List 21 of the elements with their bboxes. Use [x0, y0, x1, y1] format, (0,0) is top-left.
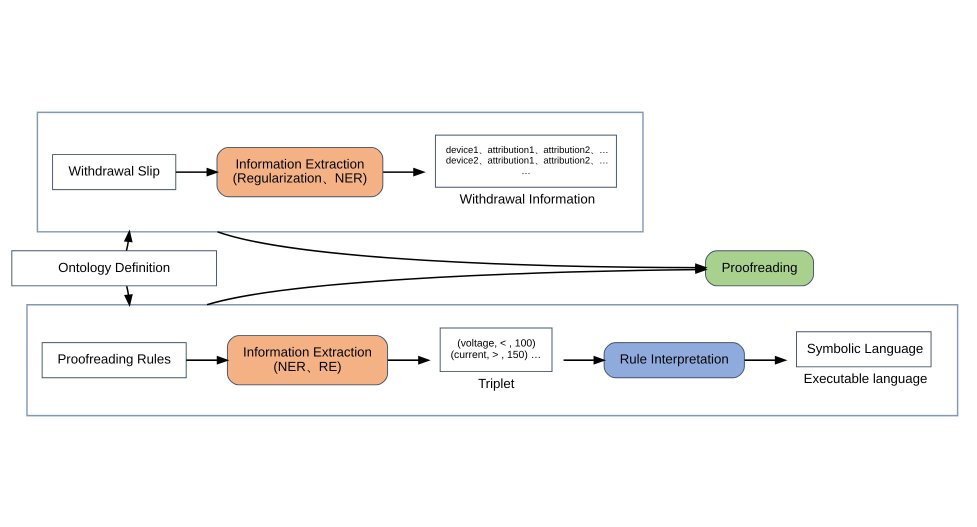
node-box: Proofreading: [705, 250, 814, 286]
arrow: [388, 355, 431, 364]
arrow: [564, 355, 606, 364]
node-box: Proofreading Rules: [42, 342, 187, 378]
arrow: [124, 229, 133, 250]
cluster: [36, 111, 644, 232]
arrow: [383, 167, 426, 176]
arrow: [186, 355, 230, 364]
node-label: Withdrawal Information: [460, 191, 596, 206]
arrow: [124, 285, 133, 307]
arrow: [744, 355, 788, 364]
arrow: [176, 167, 220, 176]
node-box: Rule Interpretation: [604, 342, 745, 378]
node-box: Ontology Definition: [11, 250, 217, 286]
node-box: Withdrawal Slip: [52, 154, 176, 190]
node-box: Information Extraction (NER、RE): [226, 334, 388, 385]
cluster: [26, 304, 958, 416]
node-label: Triplet: [478, 375, 514, 390]
arrow: [206, 264, 708, 305]
node-box: Information Extraction (Regularization、NER): [216, 146, 384, 197]
node-label: Executable language: [804, 370, 928, 386]
